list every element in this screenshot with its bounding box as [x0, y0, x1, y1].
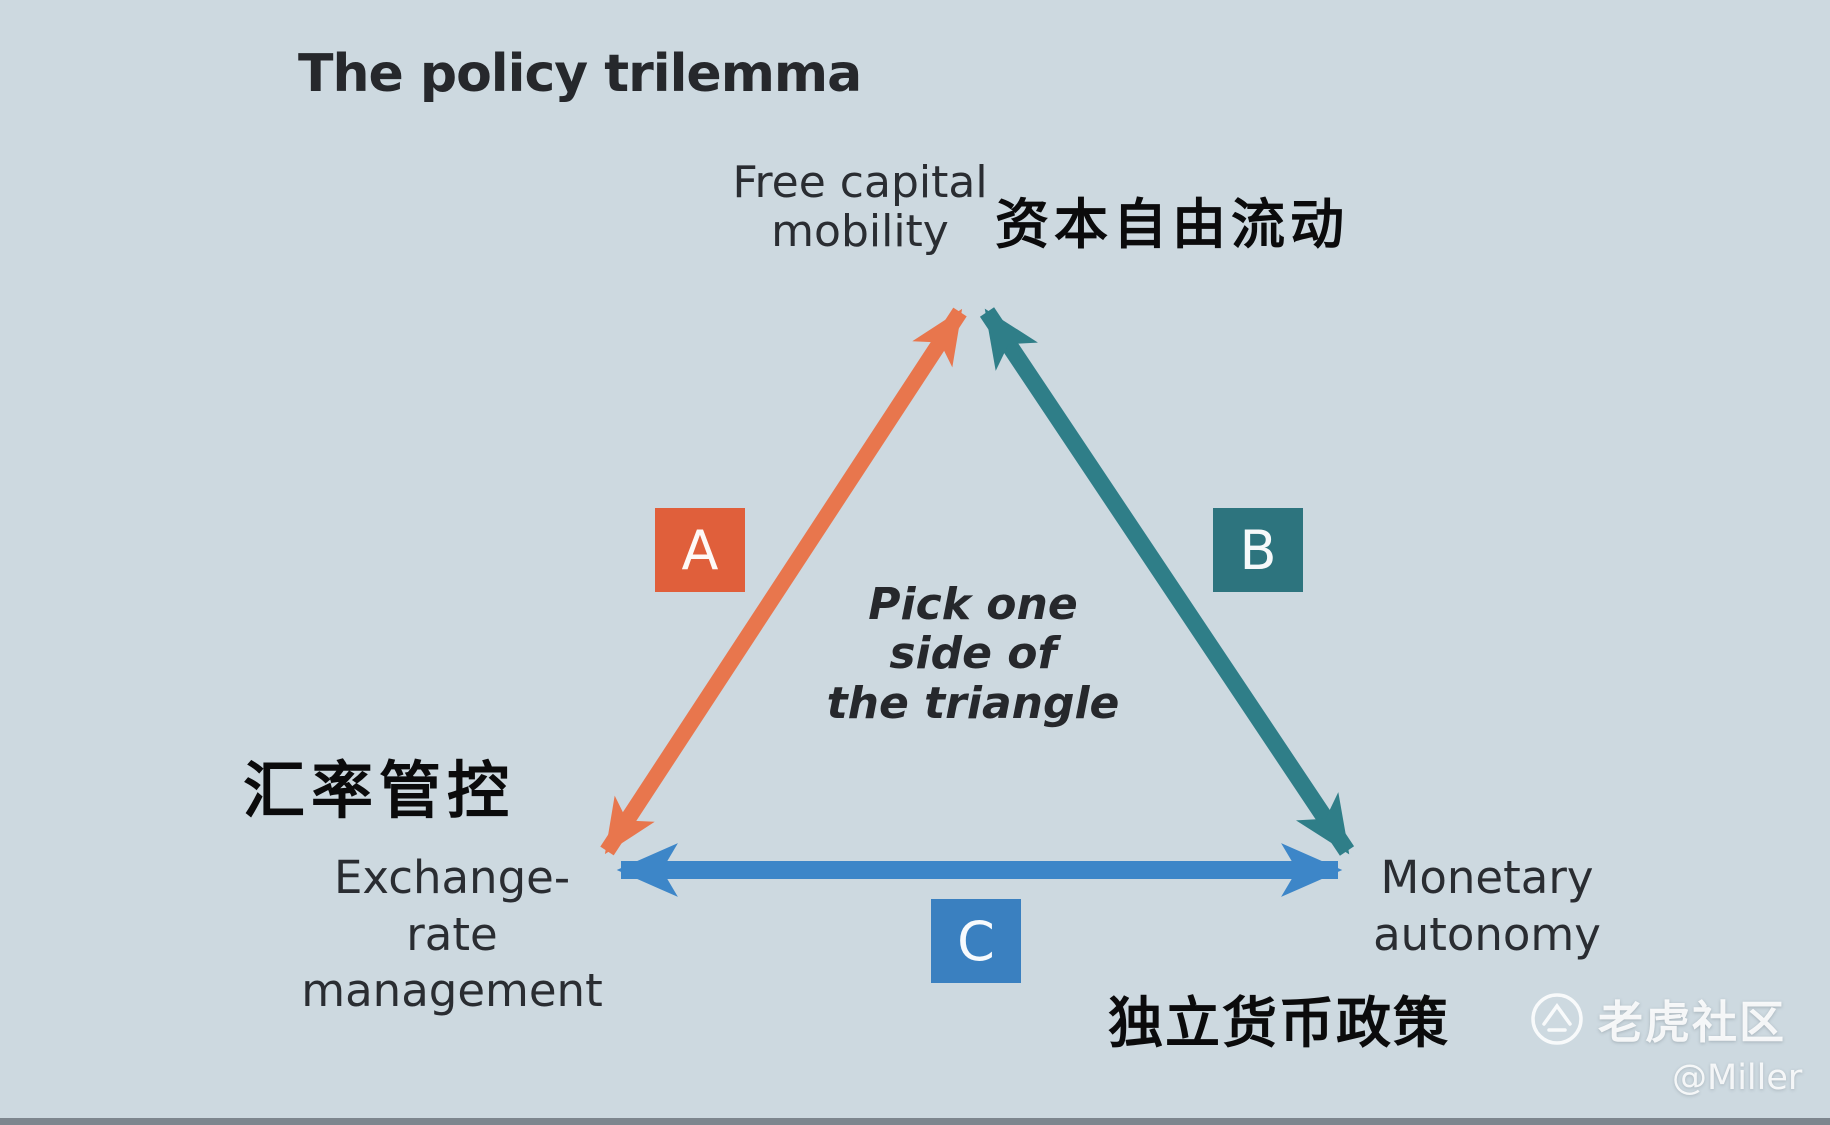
center-note-line1: Pick one [868, 579, 1078, 630]
edge-label-b: B [1213, 508, 1303, 592]
edge-label-c-letter: C [957, 909, 995, 973]
node-exchange-rate-line1: Exchange- [333, 851, 571, 904]
node-free-capital-mobility: Free capital mobility [610, 158, 1110, 257]
arrow-a-exchange-to-capital [600, 307, 967, 856]
node-monetary-autonomy: Monetary autonomy [1287, 850, 1687, 963]
node-free-capital-line1: Free capital [732, 157, 988, 208]
center-note-line3: the triangle [826, 677, 1120, 729]
node-exchange-rate-zh: 汇率管控 [243, 754, 516, 827]
center-note: Pick one side of the triangle [773, 580, 1173, 728]
node-exchange-rate-line2: rate [406, 907, 498, 961]
node-free-capital-mobility-zh: 资本自由流动 [995, 193, 1349, 256]
watermark-brand: 老虎社区 [1598, 996, 1787, 1049]
tiger-logo-icon [1531, 992, 1583, 1045]
node-monetary-line1: Monetary [1380, 851, 1594, 904]
node-monetary-line2: autonomy [1373, 907, 1601, 961]
arrow-b-capital-to-monetary [979, 307, 1355, 856]
watermark-handle: @Miller [1672, 1058, 1803, 1098]
center-note-line2: side of [889, 628, 1057, 680]
node-free-capital-line2: mobility [771, 206, 949, 258]
edge-label-c: C [931, 899, 1021, 983]
node-monetary-autonomy-zh: 独立货币政策 [1108, 991, 1451, 1055]
edge-label-a: A [655, 508, 745, 592]
watermark: 老虎社区 @Miller [1530, 986, 1820, 1098]
page-title: The policy trilemma [298, 44, 862, 104]
bottom-bar [0, 1118, 1830, 1125]
node-exchange-rate-line3: management [301, 964, 603, 1018]
edge-label-a-letter: A [681, 518, 719, 582]
edge-label-b-letter: B [1239, 518, 1277, 582]
node-exchange-rate-management: Exchange- rate management [252, 850, 652, 1020]
